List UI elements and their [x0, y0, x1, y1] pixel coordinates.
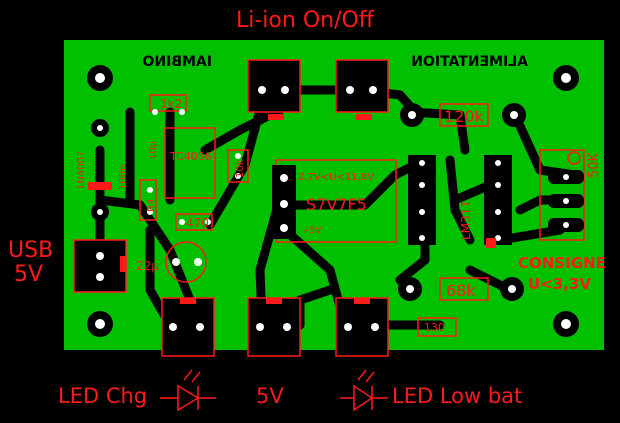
usb-label: USB — [8, 238, 54, 263]
label-120k: 120k — [444, 107, 485, 126]
label-1n4007: 1N4007 — [76, 151, 87, 190]
label-10u: 10µ — [148, 140, 159, 160]
label-vout: +5V — [302, 226, 322, 236]
label-470: 470 — [186, 216, 209, 230]
label-tc4056: TC4056 — [169, 150, 212, 163]
label-68k: 68k — [446, 281, 476, 300]
led-chg-label: LED Chg — [58, 384, 148, 408]
label-lm311: LM311 — [459, 200, 473, 240]
silk-labels: 1k2 TC4056 470 22µ 120k 68k S7V7F5 2,7V<… — [76, 97, 485, 334]
label-100n: 100n — [118, 165, 129, 190]
usb-voltage: 5V — [14, 262, 44, 287]
board-title: Li-ion On/Off — [236, 8, 374, 33]
lm311-outline — [408, 155, 436, 245]
label-r4: R4 — [146, 199, 157, 212]
consigne-label: CONSIGNE — [518, 254, 606, 272]
label-130: 130 — [424, 321, 445, 334]
led-low-label: LED Low bat — [392, 384, 523, 408]
label-s7v7f5: S7V7F5 — [306, 195, 367, 214]
pot-50k — [539, 149, 585, 241]
connector-pads — [169, 86, 379, 331]
mirror-text: IAMBINO ALIMENTATION — [142, 54, 528, 70]
v5-label: 5V — [256, 384, 284, 408]
mounting-holes — [87, 65, 579, 337]
led-low-symbol — [340, 369, 388, 412]
led-chg-symbol — [160, 369, 216, 412]
ic-pads — [147, 109, 241, 225]
usb-connector — [73, 239, 127, 293]
label-1k2: 1k2 — [160, 97, 182, 111]
mirror-right: ALIMENTATION — [411, 54, 528, 70]
mirror-left: IAMBINO — [142, 54, 212, 70]
label-22u: 22µ — [136, 259, 159, 273]
tc4056-outline — [164, 127, 216, 199]
u-limit-label: U<3,3V — [528, 275, 591, 293]
label-10k: 10k — [235, 159, 246, 178]
pot-50k-label: 50K — [587, 152, 602, 178]
label-condition: 2,7V<U<11,8V — [298, 172, 374, 183]
connector-marks — [180, 114, 372, 304]
